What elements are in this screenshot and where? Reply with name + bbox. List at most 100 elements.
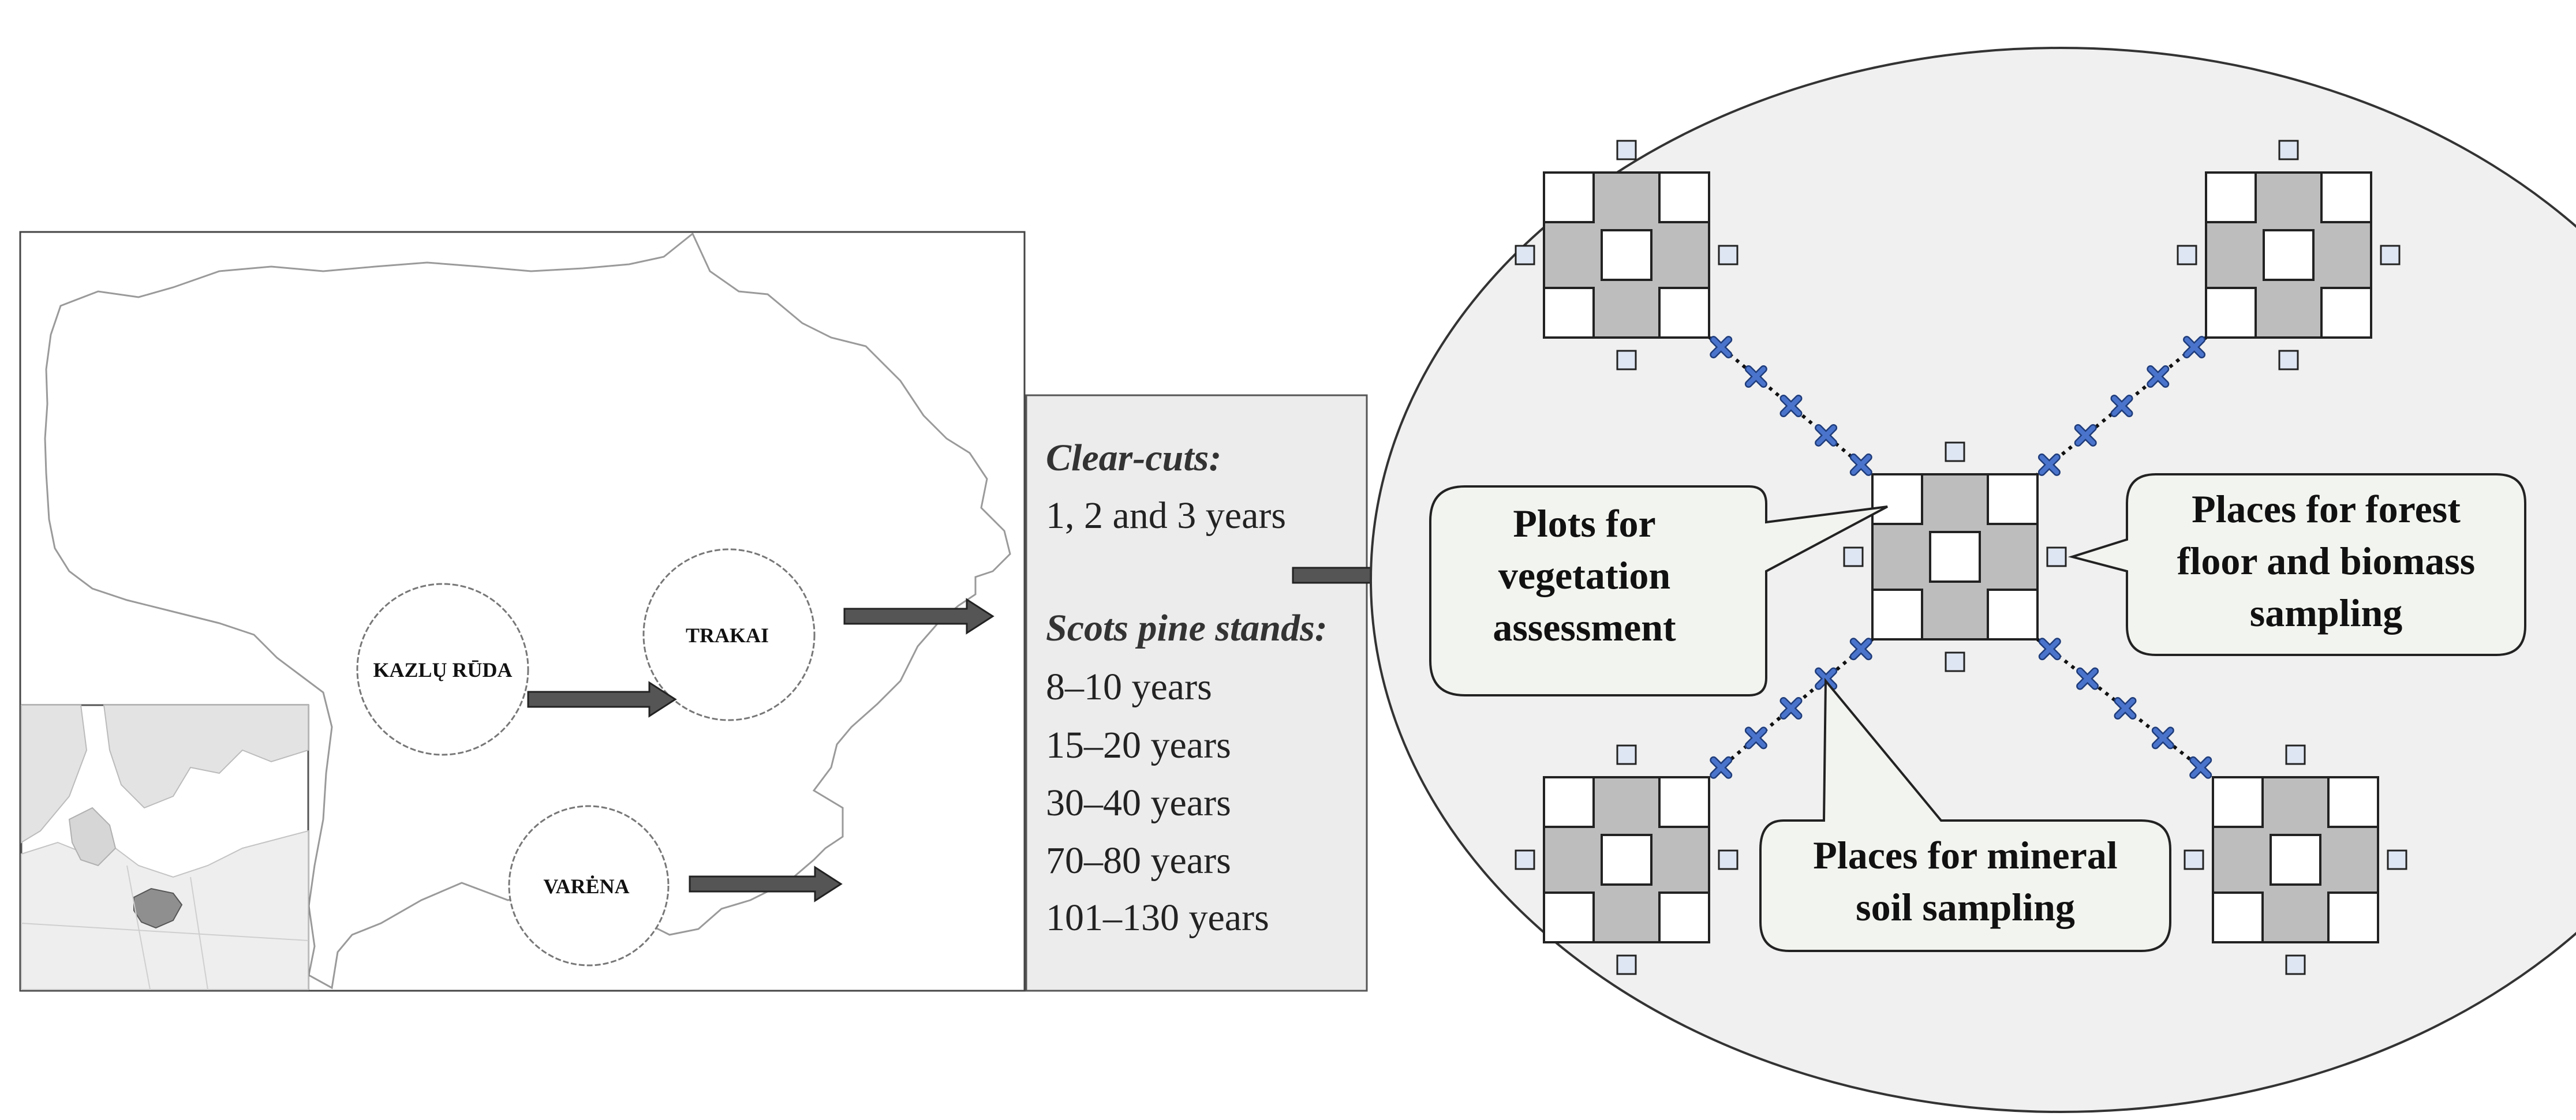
subplot-north-east xyxy=(2177,140,2401,370)
transect-south-west xyxy=(1708,639,1874,777)
map-panel: KAZLŲ RŪDA TRAKAI VARĖNA xyxy=(19,231,1026,992)
legend-stand-age: 101–130 years xyxy=(1046,897,1269,939)
city-label-trakai: TRAKAI xyxy=(686,624,769,647)
vegetation-quadrat xyxy=(1871,589,1923,640)
vegetation-quadrat xyxy=(1543,171,1595,223)
legend-stand-age: 70–80 years xyxy=(1046,840,1231,882)
vegetation-quadrat xyxy=(1658,287,1710,339)
vegetation-quadrat xyxy=(2327,776,2379,828)
forest-floor-sample-marker xyxy=(1515,849,1535,870)
vegetation-quadrat xyxy=(1658,171,1710,223)
mineral-soil-sample-icon xyxy=(1784,701,1799,716)
callout-vegetation-line: assessment xyxy=(1493,605,1676,649)
subplot-center xyxy=(1843,441,2067,672)
legend-stand-age: 30–40 years xyxy=(1046,782,1231,824)
legend-box xyxy=(1025,394,1368,992)
mineral-soil-sample-icon xyxy=(2114,399,2129,414)
vegetation-quadrat xyxy=(2263,229,2315,281)
transect-line xyxy=(2036,336,2207,476)
vegetation-quadrat xyxy=(1543,891,1595,943)
vegetation-quadrat xyxy=(1543,287,1595,339)
mineral-soil-sample-icon xyxy=(1819,428,1834,443)
mineral-soil-sample-icon xyxy=(1784,399,1799,414)
city-trakai: TRAKAI xyxy=(642,548,816,721)
forest-floor-sample-marker xyxy=(2285,744,2306,765)
subplot-south-east xyxy=(2184,744,2407,975)
mineral-soil-sample-icon xyxy=(2042,457,2057,472)
vegetation-quadrat xyxy=(1871,473,1923,525)
europe-inset-map xyxy=(20,704,309,991)
vegetation-quadrat xyxy=(1987,589,2039,640)
vegetation-quadrat xyxy=(2270,834,2321,886)
vegetation-quadrat xyxy=(2320,171,2372,223)
subplot-south-west xyxy=(1515,744,1738,975)
mineral-soil-sample-icon xyxy=(2080,671,2095,686)
mineral-soil-sample-icon xyxy=(2155,731,2170,746)
forest-floor-sample-marker xyxy=(2278,140,2299,160)
subplot-north-west xyxy=(1515,140,1738,370)
vegetation-quadrat xyxy=(2205,171,2257,223)
callout-mineral-soil-line: Places for mineral xyxy=(1813,833,2117,877)
transects-layer xyxy=(1708,336,2214,779)
forest-floor-sample-marker xyxy=(2046,546,2067,567)
vegetation-quadrat xyxy=(2212,891,2264,943)
legend-clearcuts-years: 1, 2 and 3 years xyxy=(1046,495,1286,537)
arrow-trakai xyxy=(843,598,994,635)
legend-clearcuts-heading: Clear-cuts: xyxy=(1046,437,1221,479)
legend-stand-age: 15–20 years xyxy=(1046,724,1231,766)
vegetation-quadrat xyxy=(2205,287,2257,339)
vegetation-quadrat xyxy=(1658,891,1710,943)
arrow-varena xyxy=(689,866,843,902)
forest-floor-sample-marker xyxy=(2184,849,2204,870)
vegetation-quadrat xyxy=(1658,776,1710,828)
forest-floor-sample-marker xyxy=(1843,546,1864,567)
mineral-soil-sample-icon xyxy=(1714,340,1729,355)
mineral-soil-sample-icon xyxy=(2078,428,2093,443)
mineral-soil-sample-icon xyxy=(2118,701,2133,716)
callout-forest-floor-line: sampling xyxy=(2250,591,2403,635)
callout-mineral-soil-line: soil sampling xyxy=(1856,885,2075,929)
legend-stand-age: 8–10 years xyxy=(1046,666,1212,708)
mineral-soil-sample-icon xyxy=(1748,369,1763,384)
arrow-kazlu-ruda xyxy=(527,681,677,718)
forest-floor-sample-marker xyxy=(2278,350,2299,370)
callout-vegetation-line: vegetation xyxy=(1498,553,1670,597)
transect-north-east xyxy=(2036,336,2207,476)
mineral-soil-sample-icon xyxy=(2151,369,2166,384)
city-label-kazlu-ruda: KAZLŲ RŪDA xyxy=(373,658,512,681)
transect-north-west xyxy=(1708,338,1874,474)
mineral-soil-sample-icon xyxy=(1853,642,1868,657)
mineral-soil-sample-icon xyxy=(1714,760,1729,775)
legend-stands-heading: Scots pine stands: xyxy=(1046,607,1328,649)
forest-floor-sample-marker xyxy=(2380,245,2401,265)
transect-line xyxy=(2036,638,2214,779)
stand-age-legend: Clear-cuts: 1, 2 and 3 years Scots pine … xyxy=(1025,394,1368,992)
forest-floor-sample-marker xyxy=(1945,651,1965,672)
lithuania-outline xyxy=(44,232,1011,990)
callout-vegetation-line: Plots for xyxy=(1513,501,1655,545)
callout-mineral-soil: Places for mineral soil sampling xyxy=(1759,677,2171,952)
forest-floor-sample-marker xyxy=(1616,350,1637,370)
forest-floor-sample-marker xyxy=(1616,140,1637,160)
mineral-soil-sample-icon xyxy=(1853,457,1868,472)
forest-floor-sample-marker xyxy=(1718,849,1738,870)
forest-floor-sample-marker xyxy=(2285,954,2306,975)
vegetation-quadrat xyxy=(2212,776,2264,828)
vegetation-quadrat xyxy=(1601,834,1652,886)
callout-vegetation: Plots for vegetation assessment xyxy=(1429,485,1888,696)
callout-forest-floor-line: floor and biomass xyxy=(2177,539,2475,583)
callout-forest-floor-line: Places for forest xyxy=(2192,487,2461,531)
mineral-soil-sample-icon xyxy=(2193,760,2208,775)
forest-floor-sample-marker xyxy=(1616,744,1637,765)
forest-floor-sample-marker xyxy=(1515,245,1535,265)
vegetation-quadrat xyxy=(1929,531,1981,583)
city-label-varena: VARĖNA xyxy=(543,875,629,898)
callout-forest-floor: Places for forest floor and biomass samp… xyxy=(2067,473,2526,656)
city-varena: VARĖNA xyxy=(508,805,670,967)
city-kazlu-ruda: KAZLŲ RŪDA xyxy=(356,583,529,756)
forest-floor-sample-marker xyxy=(1718,245,1738,265)
mineral-soil-sample-icon xyxy=(1748,731,1763,746)
transect-south-east xyxy=(2036,638,2214,779)
forest-floor-sample-marker xyxy=(2387,849,2407,870)
